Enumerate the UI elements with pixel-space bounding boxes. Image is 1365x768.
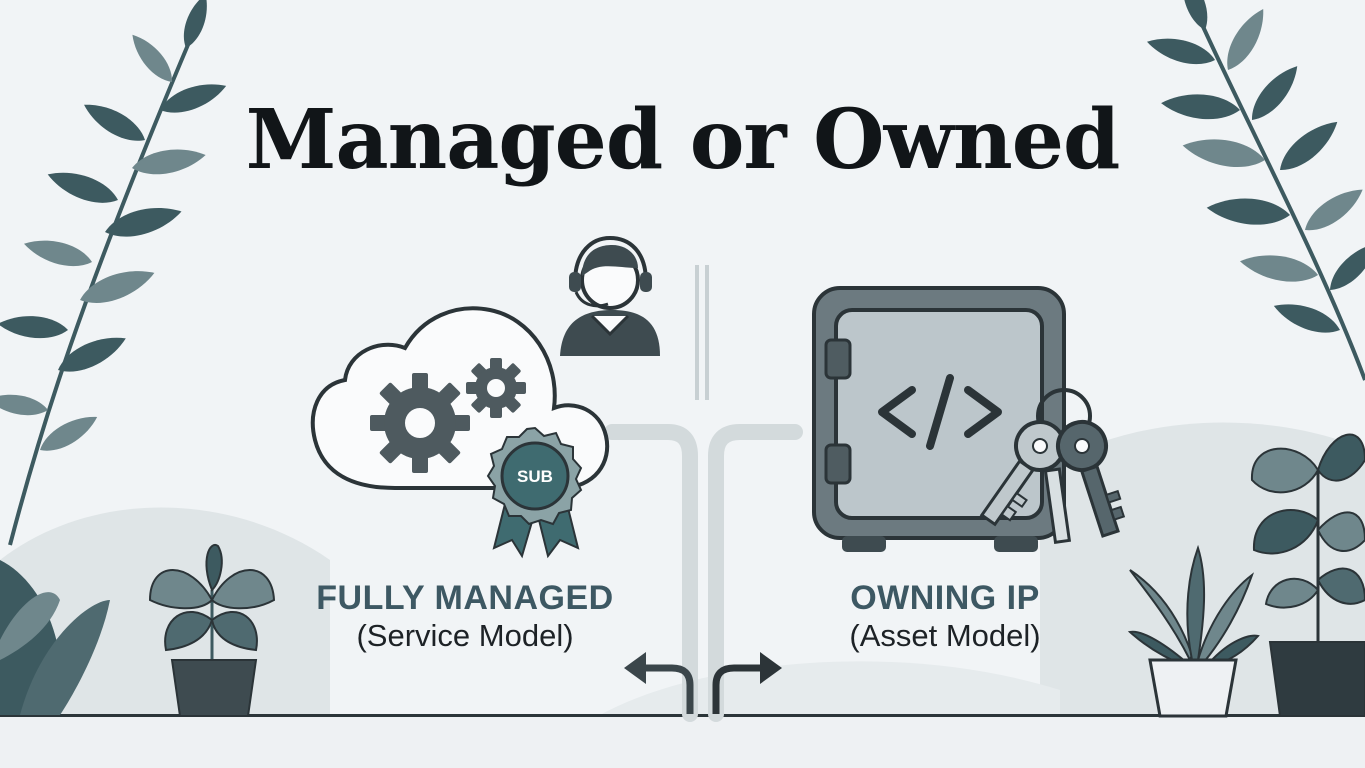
support-agent-icon [560,235,660,356]
arrow-left-head [624,652,646,684]
arrow-left-icon [644,664,694,714]
owning-ip-subheading: (Asset Model) [849,618,1041,653]
left-foliage-icon [0,560,110,715]
fully-managed-label: FULLY MANAGED (Service Model) [270,578,660,654]
ground-strip [0,717,1365,768]
owning-ip-label: OWNING IP (Asset Model) [800,578,1090,654]
divider-icon [695,265,709,400]
fully-managed-heading: FULLY MANAGED [316,579,614,617]
page-title: Managed or Owned [245,92,1121,188]
arrow-right-icon [712,664,762,714]
right-small-plant-icon [1127,544,1260,718]
code-icon [878,374,1002,450]
left-potted-plant-icon [148,543,276,717]
keys-icon [979,388,1126,545]
right-tall-plant-icon [1250,433,1365,717]
small-gear-icon [466,358,526,418]
fully-managed-subheading: (Service Model) [356,618,574,653]
owning-ip-heading: OWNING IP [850,579,1040,617]
arrow-right-head [760,652,782,684]
right-branch-icon [1144,0,1365,381]
award-ribbon-icon: SUB [486,426,583,559]
left-branch-icon [0,0,230,546]
badge-text: SUB [517,467,553,486]
fork-road-icon [604,424,803,722]
gear-icon [370,373,470,473]
